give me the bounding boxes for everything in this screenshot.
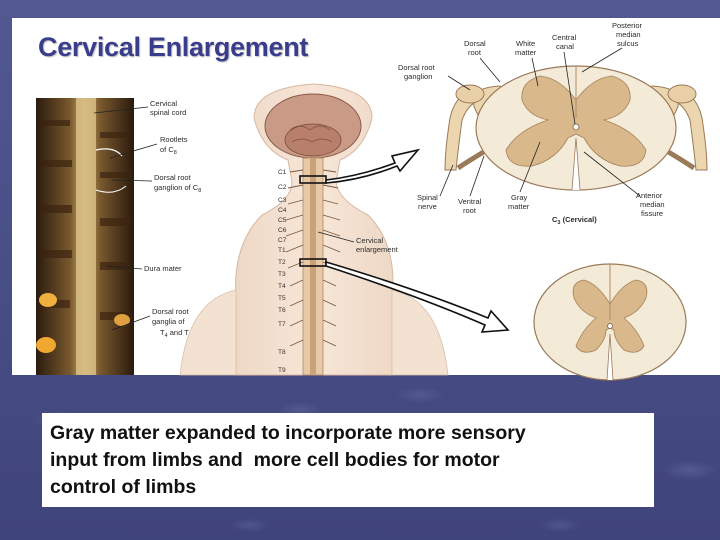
label-ventral-root-1: Ventral (458, 197, 482, 206)
section-labels: Dorsal root White matter Central canal P… (398, 21, 665, 226)
label-drg-t4-1: Dorsal root (152, 307, 190, 316)
label-central-canal-2: canal (556, 42, 574, 51)
label-posterior-sulcus-2: median (616, 30, 641, 39)
label-rootlets-2: of C8 (160, 145, 177, 156)
vertebra-label: C1 (278, 169, 287, 176)
caption-line: input from limbs and more cell bodies fo… (50, 449, 500, 471)
vertebra-label: T6 (278, 307, 286, 314)
slide-title: Cervical Enlargement (38, 32, 309, 62)
label-dorsal-root-2: root (468, 48, 482, 57)
photo-labels: Cervical spinal cord Rootlets of C8 Dors… (144, 99, 201, 339)
body-illustration (179, 83, 449, 376)
label-posterior-sulcus-3: sulcus (617, 39, 639, 48)
caption-line: control of limbs (50, 476, 197, 498)
label-cervical-spinal-cord-1: Cervical (150, 99, 177, 108)
caption-line: Gray matter expanded to incorporate more… (50, 422, 526, 444)
arrow-to-cervical-section (325, 148, 421, 184)
vertebra-label: T7 (278, 321, 286, 328)
photo-leaders (93, 106, 158, 331)
label-drg-2: ganglion (404, 72, 432, 81)
label-spinal-nerve-2: nerve (418, 202, 437, 211)
enlargement-leader (317, 231, 355, 243)
label-white-matter-2: matter (515, 48, 537, 57)
dissection-photo (36, 98, 134, 375)
thoracic-cross-section (533, 263, 687, 381)
vertebra-label: C4 (278, 207, 287, 214)
label-posterior-sulcus-1: Posterior (612, 21, 643, 30)
label-spinal-nerve-1: Spinal (417, 193, 438, 202)
label-gray-matter-2: matter (508, 202, 530, 211)
vertebra-label: T9 (278, 367, 286, 374)
arrows (325, 148, 510, 333)
label-cervical-spinal-cord-2: spinal cord (150, 108, 186, 117)
label-drg-t4-3: T4 and T5 (160, 328, 192, 339)
vertebra-label: T5 (278, 295, 286, 302)
vertebra-label: C6 (278, 227, 287, 234)
label-rootlets-1: Rootlets (160, 135, 188, 144)
label-drg-1: Dorsal root (398, 63, 436, 72)
label-cervical-enlargement-1: Cervical (356, 236, 383, 245)
vertebra-label: C2 (278, 184, 287, 191)
vertebra-label: C7 (278, 237, 287, 244)
vertebra-label: T4 (278, 283, 286, 290)
label-dorsal-root-1: Dorsal (464, 39, 486, 48)
vertebra-label: T8 (278, 349, 286, 356)
vertebra-label: C5 (278, 217, 287, 224)
vertebra-label: C3 (278, 197, 287, 204)
cervical-cross-section (444, 65, 708, 191)
vertebra-label: T1 (278, 247, 286, 254)
section-leaders (439, 47, 641, 197)
label-drg-c8-2: ganglion of C8 (154, 183, 201, 194)
vertebra-label: T3 (278, 271, 286, 278)
label-anterior-fissure-1: Anterior (636, 191, 663, 200)
label-white-matter-1: White (516, 39, 535, 48)
label-anterior-fissure-3: fissure (641, 209, 663, 218)
label-drg-c8-1: Dorsal root (154, 173, 192, 182)
label-drg-t4-2: ganglia of (152, 317, 185, 326)
label-anterior-fissure-2: median (640, 200, 665, 209)
label-cervical-enlargement-2: enlargement (356, 245, 399, 254)
vertebra-labels: C1 C2 C3 C4 C5 C6 C7 T1 T2 T3 T4 T5 T6 T… (278, 169, 287, 374)
label-ventral-root-2: root (463, 206, 477, 215)
label-gray-matter-1: Gray (511, 193, 528, 202)
caption-box: Gray matter expanded to incorporate more… (42, 413, 654, 507)
caption-text: Gray matter expanded to incorporate more… (50, 420, 648, 501)
label-dura-mater: Dura mater (144, 264, 182, 273)
arrow-to-thoracic-section (325, 260, 510, 333)
vertebra-label: T2 (278, 259, 286, 266)
label-central-canal-1: Central (552, 33, 577, 42)
label-section-caption: C3 (Cervical) (552, 215, 597, 226)
